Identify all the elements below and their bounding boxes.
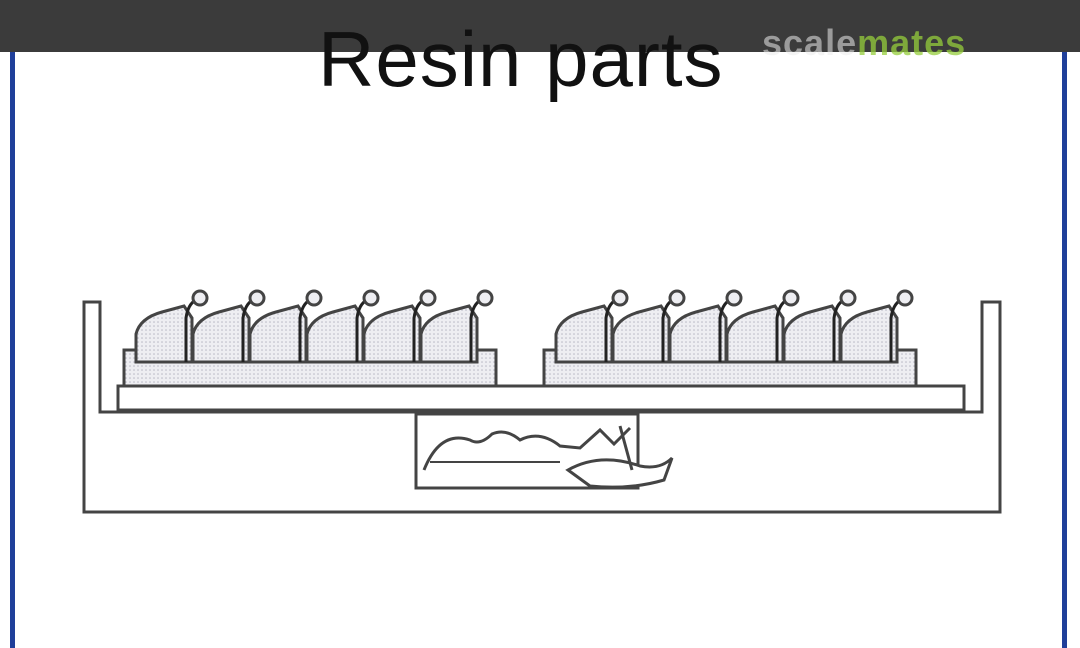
resin-part	[782, 289, 857, 364]
resin-part	[305, 289, 380, 364]
right-frame-border	[1062, 52, 1067, 648]
pour-stub-plate	[116, 384, 966, 412]
parts-row-left	[134, 289, 494, 364]
resin-part	[419, 289, 494, 364]
watermark-part1: scale	[762, 22, 858, 63]
resin-part	[191, 289, 266, 364]
watermark-logo: scalemates	[762, 22, 966, 64]
watermark-part2: mates	[857, 22, 967, 63]
manufacturer-logo-plate	[414, 412, 674, 490]
parts-row-right	[554, 289, 914, 364]
resin-part	[839, 289, 914, 364]
left-frame-border	[10, 52, 15, 648]
resin-part	[362, 289, 437, 364]
resin-part	[668, 289, 743, 364]
resin-part	[554, 289, 629, 364]
resin-part	[134, 289, 209, 364]
resin-part	[248, 289, 323, 364]
casting-base	[82, 300, 1002, 514]
top-bar	[0, 0, 1080, 52]
resin-part	[611, 289, 686, 364]
page-title: Resin parts	[318, 15, 724, 103]
resin-part	[725, 289, 800, 364]
